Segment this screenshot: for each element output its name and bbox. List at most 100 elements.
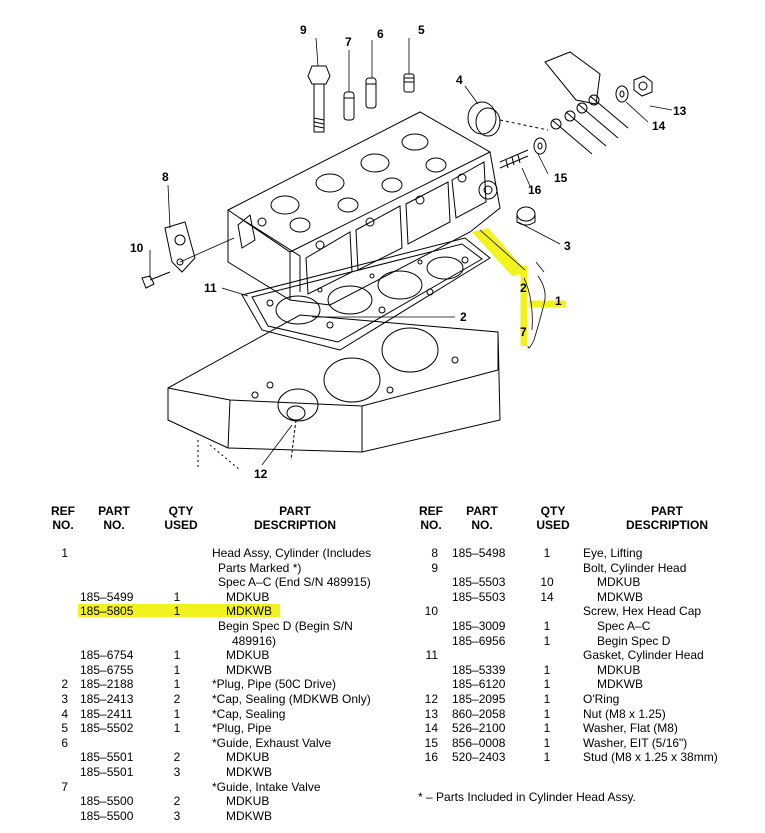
callout-1: 1 (555, 294, 562, 308)
callout-2: 2 (460, 310, 467, 324)
header-desc-text: PART DESCRIPTION (625, 504, 708, 532)
table-row: 6*Guide, Exhaust Valve (0, 736, 765, 750)
qty-cell: 1 (173, 706, 181, 721)
ref-cell: 5 (61, 721, 68, 736)
part-number-cell: 185–5498 (452, 546, 506, 560)
table-row: Begin Spec D (Begin S/N (0, 619, 765, 633)
qty-cell: 1 (173, 677, 181, 692)
part-number-cell: 185–2413 (80, 692, 134, 706)
description-cell: Begin Spec D (597, 633, 671, 648)
description-cell: MDKWB (597, 677, 643, 692)
header-part-text: PART NO. (98, 504, 130, 532)
part-number-cell: 526–2100 (452, 721, 506, 736)
header-part-text: PART NO. (466, 504, 498, 532)
description-cell: Nut (M8 x 1.25) (583, 706, 666, 721)
header-ref-text: REF NO. (51, 504, 75, 532)
description-cell: MDKUB (597, 662, 641, 677)
description-cell: Washer, Flat (M8) (583, 721, 678, 736)
part-number-cell: 185–2411 (80, 706, 133, 721)
qty-cell: 10 (540, 575, 554, 590)
part-number-cell: 185–6754 (80, 648, 134, 663)
injector-assembly (499, 51, 629, 155)
description-cell: *Guide, Intake Valve (212, 779, 321, 794)
description-cell: MDKWB (226, 765, 272, 779)
cylinder-head (227, 111, 501, 306)
qty-cell: 1 (543, 619, 551, 633)
callout-15: 15 (554, 171, 568, 185)
qty-cell: 1 (543, 735, 551, 750)
header-ref-right: REF NO. (414, 504, 448, 532)
leader-lines (149, 37, 673, 466)
callout-7: 7 (345, 35, 352, 49)
qty-cell: 2 (173, 750, 181, 765)
part-number-cell: 185–2095 (452, 692, 506, 706)
pipe-plug-top (403, 73, 415, 93)
qty-cell: 1 (173, 604, 181, 619)
callout-14: 14 (652, 119, 666, 133)
callout-6: 6 (377, 27, 384, 41)
part-number-cell: 185–5503 (452, 589, 506, 604)
qty-cell: 1 (173, 721, 181, 736)
ref-cell: 16 (424, 750, 438, 765)
lifting-eye (164, 221, 196, 273)
sealing-cap-4 (467, 101, 501, 137)
description-cell: *Guide, Exhaust Valve (212, 735, 332, 750)
header-part-right: PART NO. (460, 504, 504, 532)
description-cell: Parts Marked *) (218, 560, 302, 575)
hex-head-screw (141, 271, 171, 289)
part-number-cell: 185–2188 (80, 677, 134, 692)
header-qty-right: QTY USED (530, 504, 576, 532)
ref-cell: 11 (425, 648, 438, 663)
qty-cell: 1 (543, 706, 551, 721)
ref-cell: 15 (424, 735, 438, 750)
ref-cell: 1 (61, 546, 68, 560)
callout-2-alt: 2 (520, 281, 527, 295)
callout-5: 5 (418, 23, 425, 37)
description-cell: Spec A–C (597, 619, 651, 633)
description-cell: Begin Spec D (Begin S/N (218, 619, 353, 633)
header-desc-left: PART DESCRIPTION (240, 504, 350, 532)
table-row: Spec A–C (End S/N 489915) (0, 575, 765, 589)
callout-7-alt: 7 (520, 325, 527, 339)
description-cell: Stud (M8 x 1.25 x 38mm) (583, 750, 718, 765)
part-number-cell: 185–6755 (80, 662, 134, 677)
callout-3: 3 (564, 239, 571, 253)
part-number-cell: 185–5502 (80, 721, 134, 736)
ref-cell: 12 (424, 692, 438, 706)
qty-cell: 14 (540, 589, 554, 604)
callout-12: 12 (254, 467, 268, 481)
qty-cell: 1 (543, 721, 551, 736)
qty-cell: 1 (173, 589, 181, 604)
description-cell: MDKUB (226, 589, 270, 604)
ref-cell: 2 (61, 677, 68, 692)
description-cell: Washer, EIT (5/16") (583, 735, 688, 750)
header-ref-left: REF NO. (46, 504, 80, 532)
qty-cell: 1 (543, 677, 551, 692)
intake-valve-guide (343, 91, 355, 121)
washer-flat (615, 85, 629, 103)
description-cell: Spec A–C (End S/N 489915) (218, 575, 371, 590)
exhaust-valve-guide (365, 77, 377, 109)
table-row: 489916) (0, 634, 765, 648)
description-cell: Bolt, Cylinder Head (583, 560, 687, 575)
description-cell: *Plug, Pipe (212, 721, 272, 736)
washer-eit (533, 137, 547, 155)
